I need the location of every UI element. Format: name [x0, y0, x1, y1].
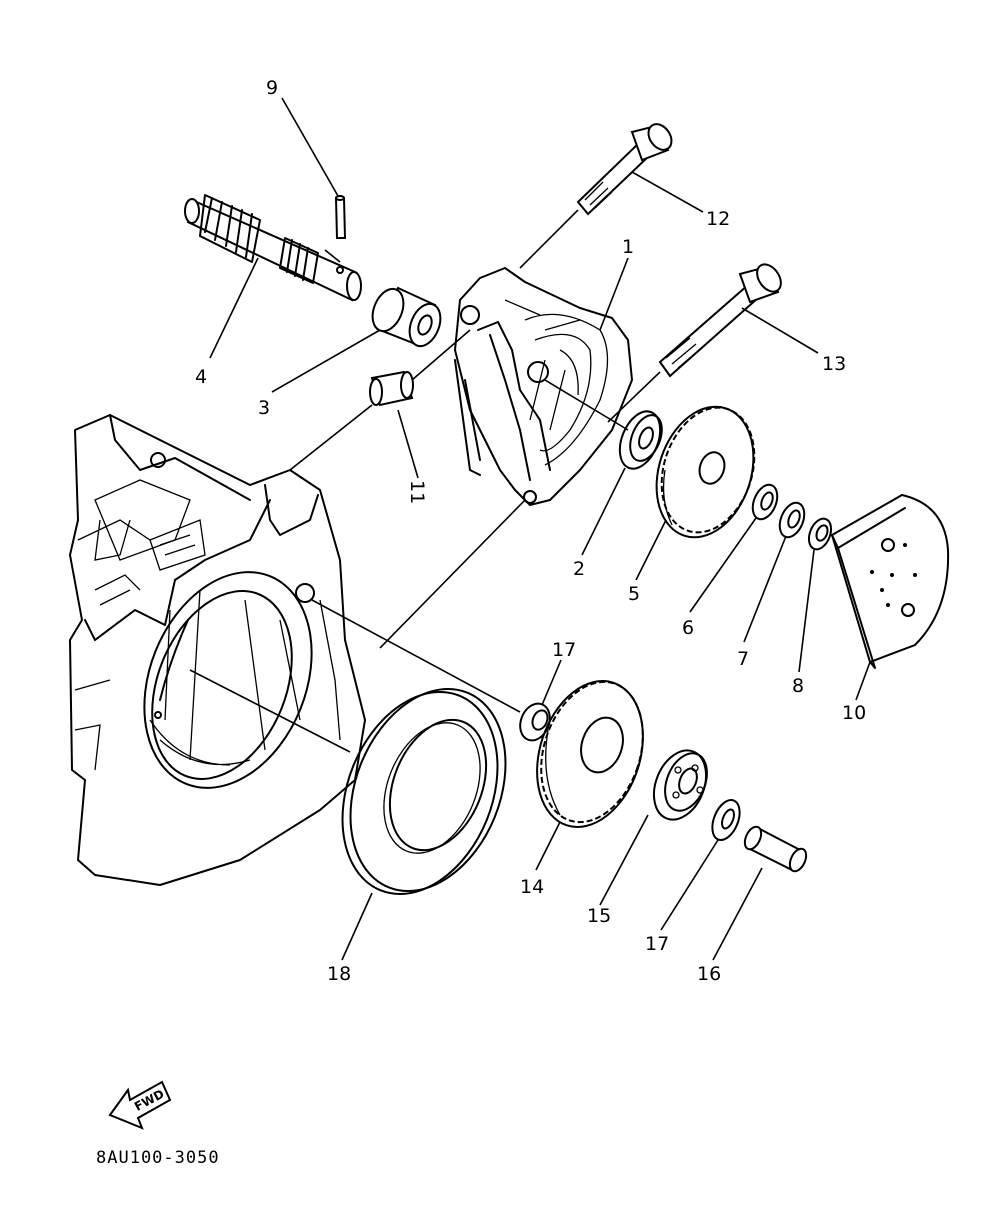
- callout-17-top: 17: [552, 639, 576, 661]
- part-11-dowel: [369, 370, 414, 407]
- callout-4: 4: [195, 366, 207, 388]
- callout-15: 15: [587, 905, 611, 927]
- part-7-washer: [778, 501, 806, 539]
- callout-16: 16: [697, 963, 721, 985]
- callout-13: 13: [822, 353, 846, 375]
- assembly-lines: [189, 209, 661, 753]
- part-15-bearing: [652, 749, 708, 821]
- callout-5: 5: [628, 583, 640, 605]
- callout-labels: 9 4 3 11 1 12 13 2 5 6 7 8 10 17 14 15 1…: [195, 77, 866, 985]
- part-12-bolt: [576, 123, 673, 216]
- part-3-bushing: [371, 286, 442, 348]
- callout-11: 11: [406, 480, 428, 504]
- part-14-gear: [536, 680, 644, 828]
- part-18-seal: [341, 687, 507, 896]
- callout-9: 9: [266, 77, 278, 99]
- callout-14: 14: [520, 876, 544, 898]
- crankcase-housing: [69, 414, 366, 886]
- part-1-cover: [454, 267, 633, 506]
- callout-10: 10: [842, 702, 866, 724]
- callout-leaders: [209, 97, 871, 961]
- callout-12: 12: [706, 208, 730, 230]
- callout-3: 3: [258, 397, 270, 419]
- part-6-washer: [751, 483, 779, 521]
- part-13-bolt: [658, 263, 782, 378]
- part-16-pin: [743, 825, 808, 873]
- part-17-washer-bottom: [711, 799, 741, 841]
- part-10-plate: [830, 493, 950, 669]
- callout-18: 18: [327, 963, 351, 985]
- callout-1: 1: [622, 236, 634, 258]
- part-8-clip: [807, 517, 833, 551]
- callout-7: 7: [737, 648, 749, 670]
- callout-2: 2: [573, 558, 585, 580]
- fwd-arrow-icon: FWD: [108, 1080, 172, 1130]
- diagram-part-code: 8AU100-3050: [96, 1148, 220, 1168]
- part-2-washer: [618, 410, 663, 470]
- callout-17-bottom: 17: [645, 933, 669, 955]
- part-5-gear: [655, 405, 756, 539]
- callout-8: 8: [792, 675, 804, 697]
- callout-6: 6: [682, 617, 694, 639]
- part-4-shaft: [184, 194, 362, 302]
- part-9-pin: [334, 195, 347, 239]
